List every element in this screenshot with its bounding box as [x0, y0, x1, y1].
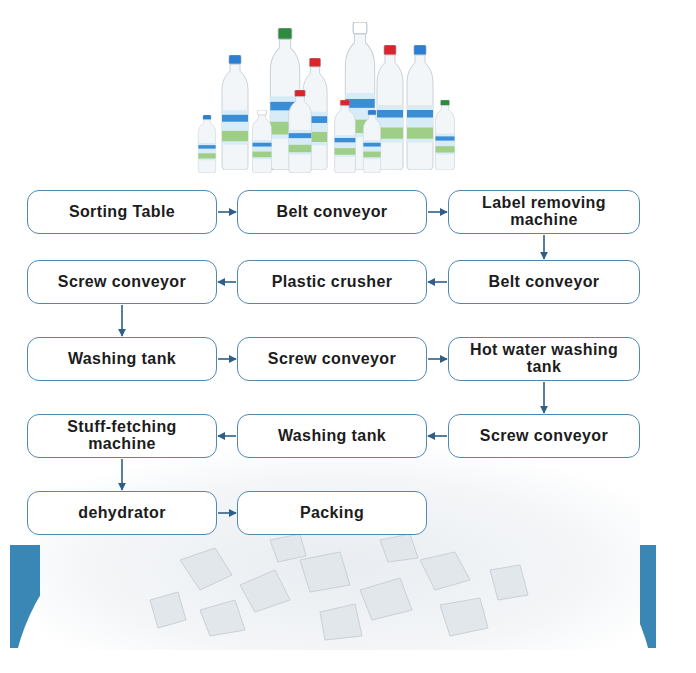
- flow-arrow: [428, 358, 447, 360]
- process-box: Washing tank: [27, 337, 217, 381]
- box-label: Screw conveyor: [58, 274, 186, 291]
- process-box: Washing tank: [237, 414, 427, 458]
- process-box: Packing: [237, 491, 427, 535]
- flow-arrow: [428, 281, 447, 283]
- process-box: Label removing machine: [448, 190, 640, 234]
- flow-arrow: [428, 435, 447, 437]
- box-label: Belt conveyor: [276, 204, 387, 221]
- flake-glow: [40, 440, 640, 650]
- box-label: Sorting Table: [69, 204, 175, 221]
- flow-arrow: [218, 512, 236, 514]
- box-label: Packing: [300, 505, 364, 522]
- process-box: Screw conveyor: [448, 414, 640, 458]
- box-label: Hot water washing tank: [461, 342, 627, 376]
- process-box: Belt conveyor: [237, 190, 427, 234]
- box-label: Washing tank: [68, 351, 176, 368]
- plastic-flakes: [150, 534, 528, 640]
- flow-arrow: [218, 358, 236, 360]
- flow-arrow: [428, 211, 447, 213]
- flow-arrow: [218, 281, 236, 283]
- process-box: Plastic crusher: [237, 260, 427, 304]
- flow-arrow: [543, 235, 545, 259]
- box-label: Screw conveyor: [268, 351, 396, 368]
- flow-arrow: [121, 305, 123, 336]
- box-label: Stuff-fetching machine: [40, 419, 204, 453]
- box-label: Plastic crusher: [272, 274, 393, 291]
- process-box: Belt conveyor: [448, 260, 640, 304]
- process-box: Stuff-fetching machine: [27, 414, 217, 458]
- process-box: Screw conveyor: [27, 260, 217, 304]
- bottles-photo: [198, 22, 454, 173]
- flow-arrow: [121, 459, 123, 490]
- box-label: Belt conveyor: [488, 274, 599, 291]
- process-box: Hot water washing tank: [448, 337, 640, 381]
- process-box: Screw conveyor: [237, 337, 427, 381]
- process-box: dehydrator: [27, 491, 217, 535]
- flow-arrow: [543, 382, 545, 413]
- box-label: Washing tank: [278, 428, 386, 445]
- flow-arrow: [218, 211, 236, 213]
- box-label: dehydrator: [78, 505, 166, 522]
- process-box: Sorting Table: [27, 190, 217, 234]
- box-label: Screw conveyor: [480, 428, 608, 445]
- box-label: Label removing machine: [461, 195, 627, 229]
- flow-arrow: [218, 435, 236, 437]
